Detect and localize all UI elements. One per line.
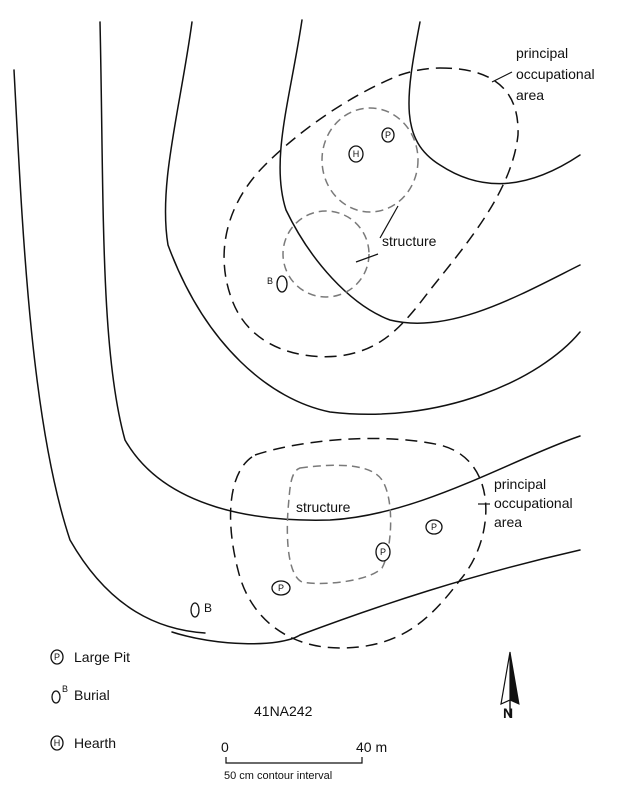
structure-outline-lower <box>286 464 392 585</box>
structure-outline-upper-2 <box>282 210 370 298</box>
svg-text:B: B <box>62 684 68 694</box>
contour-line-6 <box>171 549 581 645</box>
legend-label-burial: Burial <box>74 687 110 703</box>
label-structure-lower: structure <box>296 499 351 515</box>
leader-line-structure-1 <box>379 205 399 239</box>
north-arrow-icon: N <box>500 651 520 721</box>
svg-text:P: P <box>380 547 386 557</box>
svg-text:P: P <box>54 652 60 662</box>
burial-letter: B <box>267 276 273 286</box>
large-pit-icon: P <box>271 580 291 596</box>
contour-line-3 <box>164 21 581 416</box>
hearth-icon: H <box>348 145 364 163</box>
burial-letter: B <box>204 601 212 615</box>
contour-line-1 <box>13 69 206 634</box>
contour-line-4 <box>279 19 581 324</box>
label-principal-area-1: principal occupational area <box>516 45 599 103</box>
occupational-area-lower <box>229 437 487 649</box>
legend-label-hearth: Hearth <box>74 735 116 751</box>
svg-text:P: P <box>431 522 437 532</box>
large-pit-icon: P <box>375 542 391 562</box>
label-structure-upper: structure <box>382 233 437 249</box>
large-pit-icon: P <box>381 127 395 143</box>
svg-text:P: P <box>385 130 391 140</box>
legend-item-hearth: H Hearth <box>50 735 116 751</box>
svg-text:P: P <box>278 583 284 593</box>
contour-lines <box>13 19 581 645</box>
occupational-area-upper <box>223 67 519 358</box>
legend-label-large-pit: Large Pit <box>74 649 130 665</box>
legend-item-burial: B Burial <box>51 684 110 704</box>
contour-line-2 <box>99 21 581 521</box>
scale-start-label: 0 <box>221 739 229 755</box>
site-id-label: 41NA242 <box>254 703 313 719</box>
large-pit-icon: P <box>425 519 443 535</box>
contour-line-5 <box>408 21 581 185</box>
scale-bar: 0 40 m 50 cm contour interval <box>221 739 387 782</box>
large-pit-icon <box>50 649 64 665</box>
legend-item-large-pit: P Large Pit <box>50 649 130 665</box>
contour-interval-note: 50 cm contour interval <box>224 770 332 782</box>
leader-line-area-1 <box>491 71 513 83</box>
svg-text:H: H <box>353 149 360 159</box>
structure-outline-upper-1 <box>321 107 419 213</box>
leader-line-structure-2 <box>355 253 379 263</box>
scale-end-label: 40 m <box>356 739 387 755</box>
svg-text:H: H <box>54 738 61 748</box>
label-principal-area-2: principal occupational area <box>494 476 577 530</box>
burial-icon <box>276 275 288 293</box>
burial-icon <box>190 602 200 618</box>
hearth-icon <box>50 735 64 751</box>
burial-icon <box>51 690 61 704</box>
north-letter: N <box>503 705 513 721</box>
legend: P Large Pit B Burial H Hearth <box>50 649 130 751</box>
